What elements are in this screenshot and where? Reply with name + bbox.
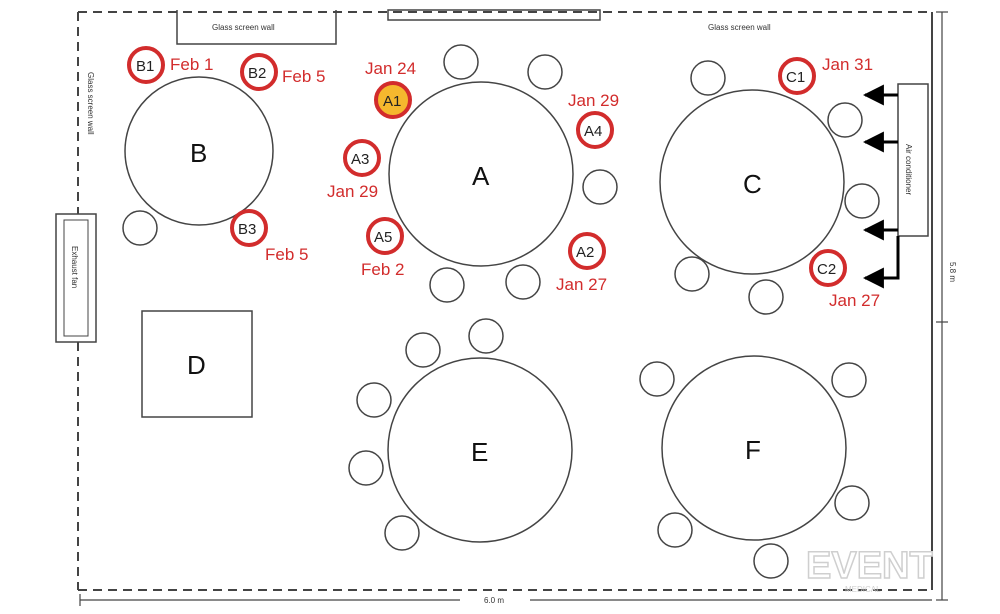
table-c [659, 89, 845, 275]
seat [443, 44, 479, 80]
exhaust-fan [55, 213, 97, 343]
table-f-label: F [745, 435, 761, 465]
seat [831, 362, 867, 398]
seat [122, 210, 158, 246]
watermark: EVENT MEDICAL [805, 544, 933, 594]
exhaust-fan-inner [63, 219, 89, 337]
case-seat-c2-code: C2 [817, 261, 836, 278]
seat [844, 183, 880, 219]
case-seat-a2-date: Jan 27 [556, 275, 607, 294]
case-seat-c1-date: Jan 31 [822, 55, 873, 74]
seat [405, 332, 441, 368]
glass-wall-left-side-label: Glass screen wall [86, 72, 95, 135]
watermark-tagline: MEDICAL [845, 585, 881, 594]
case-seat-c1: C1 Jan 31 [778, 55, 873, 95]
dimension-height [936, 11, 948, 601]
case-seat-a2: A2 Jan 27 [556, 232, 607, 294]
seat [639, 361, 675, 397]
dimension-width [79, 594, 932, 606]
case-seat-b2: B2 Feb 5 [240, 53, 325, 91]
table-b [124, 76, 274, 226]
case-seat-c1-code: C1 [786, 69, 805, 86]
case-seats: B1 Feb 1 B2 Feb 5 B3 Feb 5 A1 Jan 24 A3 … [127, 46, 880, 310]
glass-wall-left-top [176, 10, 337, 45]
seat [674, 256, 710, 292]
seat [582, 169, 618, 205]
dimension-height-label: 5.8 m [948, 262, 957, 282]
watermark-brand: EVENT [806, 545, 933, 587]
table-d-label: D [187, 350, 206, 380]
air-conditioner-label: Air conditioner [904, 144, 913, 195]
seat [348, 450, 384, 486]
air-conditioner [897, 83, 929, 237]
dimension-width-label: 6.0 m [484, 596, 504, 605]
case-seat-a1-code: A1 [383, 93, 401, 110]
case-seat-a1: A1 Jan 24 [365, 59, 416, 119]
case-seat-b2-code: B2 [248, 65, 266, 82]
table-e-label: E [471, 437, 488, 467]
airflow-arrows [862, 84, 900, 289]
seat [468, 318, 504, 354]
table-a-label: A [472, 161, 490, 191]
airflow-arrow [862, 236, 900, 289]
case-seat-b1-code: B1 [136, 58, 154, 75]
case-seat-c2: C2 Jan 27 [809, 249, 880, 310]
seat [748, 279, 784, 315]
glass-wall-left-top-label: Glass screen wall [212, 23, 275, 32]
case-seat-b3-code: B3 [238, 221, 256, 238]
case-seat-b3-date: Feb 5 [265, 245, 308, 264]
exhaust-fan-label: Exhaust fan [70, 246, 79, 288]
seat [690, 60, 726, 96]
case-seat-b3: B3 Feb 5 [230, 209, 308, 264]
table-c-label: C [743, 169, 762, 199]
case-seat-a3-code: A3 [351, 151, 369, 168]
seat [834, 485, 870, 521]
case-seat-a4-code: A4 [584, 123, 602, 140]
table-e [387, 357, 573, 543]
seat [827, 102, 863, 138]
case-seat-a5: A5 Feb 2 [361, 217, 404, 279]
seat [505, 264, 541, 300]
case-seat-a1-date: Jan 24 [365, 59, 416, 78]
table-b-label: B [190, 138, 207, 168]
seat [429, 267, 465, 303]
case-seat-a4-date: Jan 29 [568, 91, 619, 110]
table-a [388, 81, 574, 267]
seat [356, 382, 392, 418]
case-seat-b1-date: Feb 1 [170, 55, 213, 74]
case-seat-a5-date: Feb 2 [361, 260, 404, 279]
glass-wall-right-top-label: Glass screen wall [708, 23, 771, 32]
plain-seats [122, 44, 880, 579]
table-f [661, 355, 847, 541]
seat [527, 54, 563, 90]
case-seat-a5-code: A5 [374, 229, 392, 246]
case-seat-b2-date: Feb 5 [282, 67, 325, 86]
case-seat-c2-date: Jan 27 [829, 291, 880, 310]
case-seat-a4: A4 Jan 29 [568, 91, 619, 149]
top-window [387, 9, 601, 21]
case-seat-a3-date: Jan 29 [327, 182, 378, 201]
seat [657, 512, 693, 548]
case-seat-a2-code: A2 [576, 244, 594, 261]
seat [753, 543, 789, 579]
table-d [141, 310, 253, 418]
seat [384, 515, 420, 551]
case-seat-b1: B1 Feb 1 [127, 46, 213, 84]
case-seat-a3: A3 Jan 29 [327, 139, 381, 201]
